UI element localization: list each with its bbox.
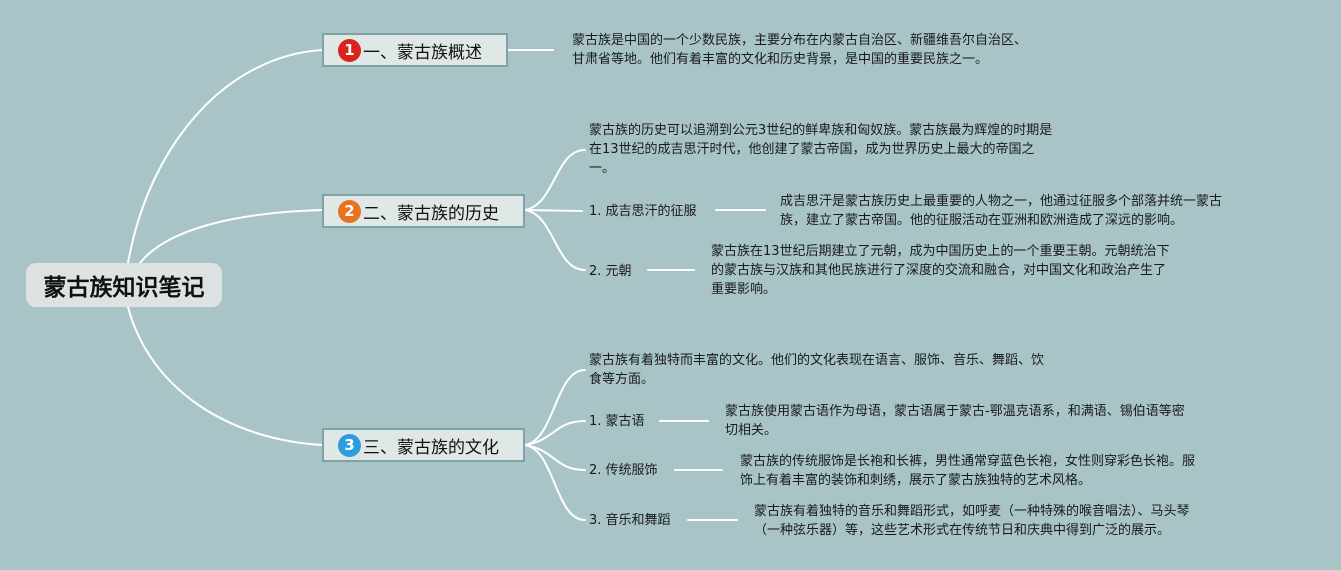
branch-title: 三、蒙古族的文化 bbox=[363, 437, 499, 458]
summary-line: 甘肃省等地。他们有着丰富的文化和历史背景，是中国的重要民族之一。 bbox=[572, 52, 989, 67]
culture-item-music-text: 蒙古族有着独特的音乐和舞蹈形式，如呼麦（一种特殊的喉音唱法）、马头琴 （一种弦乐… bbox=[754, 502, 1274, 540]
branch-culture[interactable]: 3 三、蒙古族的文化 bbox=[322, 428, 525, 462]
connector-root-branch-1 bbox=[127, 49, 324, 264]
root-topic[interactable]: 蒙古族知识笔记 bbox=[26, 263, 222, 307]
branch-culture-summary: 蒙古族有着独特而丰富的文化。他们的文化表现在语言、服饰、音乐、舞蹈、饮 食等方面… bbox=[589, 351, 1109, 389]
history-item-yuan-text: 蒙古族在13世纪后期建立了元朝，成为中国历史上的一个重要王朝。元朝统治下 的蒙古… bbox=[711, 242, 1231, 299]
item-text-line: 成吉思汗是蒙古族历史上最重要的人物之一，他通过征服多个部落并统一蒙古 bbox=[780, 194, 1223, 209]
history-item-genghis-label[interactable]: 1. 成吉思汗的征服 bbox=[589, 204, 697, 219]
branch-overview[interactable]: 1 一、蒙古族概述 bbox=[322, 33, 508, 67]
branch-overview-summary: 蒙古族是中国的一个少数民族，主要分布在内蒙古自治区、新疆维吾尔自治区、 甘肃省等… bbox=[572, 31, 1092, 69]
summary-line: 在13世纪的成吉思汗时代，他创建了蒙古帝国，成为世界历史上最大的帝国之 bbox=[589, 142, 1035, 157]
culture-item-clothing-text: 蒙古族的传统服饰是长袍和长裤，男性通常穿蓝色长袍，女性则穿彩色长袍。服 饰上有着… bbox=[740, 452, 1260, 490]
number-3-icon: 3 bbox=[338, 433, 361, 457]
connector-root-branch-3 bbox=[127, 306, 324, 446]
branch-history-summary: 蒙古族的历史可以追溯到公元3世纪的鲜卑族和匈奴族。蒙古族最为辉煌的时期是 在13… bbox=[589, 121, 1109, 178]
connector-b2-summary bbox=[524, 149, 586, 211]
culture-item-language-label[interactable]: 1. 蒙古语 bbox=[589, 414, 645, 429]
culture-item-language-text: 蒙古族使用蒙古语作为母语，蒙古语属于蒙古-鄂温克语系，和满语、锡伯语等密 切相关… bbox=[725, 402, 1245, 440]
connector-b2-item-1 bbox=[524, 209, 583, 212]
branch-title: 一、蒙古族概述 bbox=[363, 42, 482, 63]
connector-b3-summary bbox=[524, 369, 586, 446]
item-text-line: 蒙古族有着独特的音乐和舞蹈形式，如呼麦（一种特殊的喉音唱法）、马头琴 bbox=[754, 504, 1190, 519]
history-item-genghis-text: 成吉思汗是蒙古族历史上最重要的人物之一，他通过征服多个部落并统一蒙古 族，建立了… bbox=[780, 192, 1300, 230]
summary-line: 蒙古族是中国的一个少数民族，主要分布在内蒙古自治区、新疆维吾尔自治区、 bbox=[572, 33, 1028, 48]
connector-root-branch-2 bbox=[139, 209, 324, 264]
item-text-line: 蒙古族在13世纪后期建立了元朝，成为中国历史上的一个重要王朝。元朝统治下 bbox=[711, 244, 1170, 259]
item-text-line: 蒙古族的传统服饰是长袍和长裤，男性通常穿蓝色长袍，女性则穿彩色长袍。服 bbox=[740, 454, 1196, 469]
branch-history[interactable]: 2 二、蒙古族的历史 bbox=[322, 194, 525, 228]
item-text-line: 切相关。 bbox=[725, 423, 778, 438]
summary-line: 蒙古族的历史可以追溯到公元3世纪的鲜卑族和匈奴族。蒙古族最为辉煌的时期是 bbox=[589, 123, 1053, 138]
item-text-line: 重要影响。 bbox=[711, 282, 777, 297]
summary-line: 蒙古族有着独特而丰富的文化。他们的文化表现在语言、服饰、音乐、舞蹈、饮 bbox=[589, 353, 1045, 368]
history-item-yuan-label[interactable]: 2. 元朝 bbox=[589, 264, 632, 279]
item-text-line: （一种弦乐器）等，这些艺术形式在传统节日和庆典中得到广泛的展示。 bbox=[754, 523, 1171, 538]
culture-item-clothing-label[interactable]: 2. 传统服饰 bbox=[589, 463, 658, 478]
item-text-line: 饰上有着丰富的装饰和刺绣，展示了蒙古族独特的艺术风格。 bbox=[740, 473, 1092, 488]
connector-b3-item-1 bbox=[524, 420, 586, 446]
summary-line: 食等方面。 bbox=[589, 372, 655, 387]
culture-item-music-label[interactable]: 3. 音乐和舞蹈 bbox=[589, 513, 671, 528]
item-text-line: 蒙古族使用蒙古语作为母语，蒙古语属于蒙古-鄂温克语系，和满语、锡伯语等密 bbox=[725, 404, 1185, 419]
connector-b2-item-2 bbox=[524, 209, 586, 271]
number-1-icon: 1 bbox=[338, 38, 361, 62]
connector-b3-item-3 bbox=[524, 444, 586, 521]
branch-title: 二、蒙古族的历史 bbox=[363, 203, 499, 224]
item-text-line: 族，建立了蒙古帝国。他的征服活动在亚洲和欧洲造成了深远的影响。 bbox=[780, 213, 1184, 228]
summary-line: 一。 bbox=[589, 161, 616, 176]
item-text-line: 的蒙古族与汉族和其他民族进行了深度的交流和融合，对中国文化和政治产生了 bbox=[711, 263, 1167, 278]
number-2-icon: 2 bbox=[338, 199, 361, 223]
